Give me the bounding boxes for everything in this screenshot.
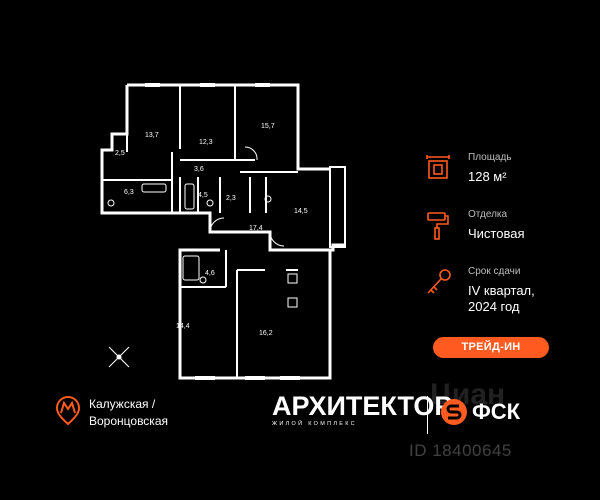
floor-plan (100, 83, 346, 380)
room-area: 4,6 (205, 270, 215, 277)
fsk-logo-icon (441, 399, 467, 425)
finish-label: Отделка (468, 209, 508, 220)
metro-icon (55, 396, 81, 426)
developer-name: ФСК (472, 399, 521, 424)
room-area: 14,4 (176, 323, 190, 330)
deadline-label: Срок сдачи (468, 266, 521, 277)
metro-station: Калужская / Воронцовская (89, 396, 168, 430)
room-area: 16,2 (259, 330, 273, 337)
compass-icon (108, 346, 130, 368)
room-area: 17,4 (249, 225, 263, 232)
room-area: 2,5 (115, 150, 125, 157)
floor-area-icon (426, 155, 450, 179)
deadline-value-line1: IV квартал, (468, 283, 535, 298)
brand-subtitle: ЖИЛОЙ КОМПЛЕКС (272, 421, 357, 427)
area-value: 128 м² (468, 169, 507, 184)
deadline-value-line2: 2024 год (468, 299, 520, 314)
paint-roller-icon (427, 212, 449, 240)
metro-line1: Калужская / (89, 397, 156, 411)
brand-title: АРХИТЕКТОР (272, 391, 453, 421)
trade-in-button[interactable]: ТРЕЙД-ИН (433, 337, 549, 358)
room-area: 2,3 (226, 195, 236, 202)
room-area: 3,6 (194, 166, 204, 173)
listing-id: ID 18400645 (409, 441, 512, 460)
logo-divider (427, 396, 428, 434)
metro-line2: Воронцовская (89, 414, 168, 428)
finish-value: Чистовая (468, 226, 525, 241)
watermark: Циан (430, 378, 506, 411)
room-area: 4,5 (198, 192, 208, 199)
brand-logo: АРХИТЕКТОР ЖИЛОЙ КОМПЛЕКС (272, 392, 452, 427)
room-area: 14,5 (294, 208, 308, 215)
area-label: Площадь (468, 152, 512, 163)
room-area: 6,3 (124, 189, 134, 196)
key-icon (427, 269, 451, 294)
room-area: 15,7 (261, 123, 275, 130)
room-area: 12,3 (199, 139, 213, 146)
room-area: 13,7 (145, 132, 159, 139)
